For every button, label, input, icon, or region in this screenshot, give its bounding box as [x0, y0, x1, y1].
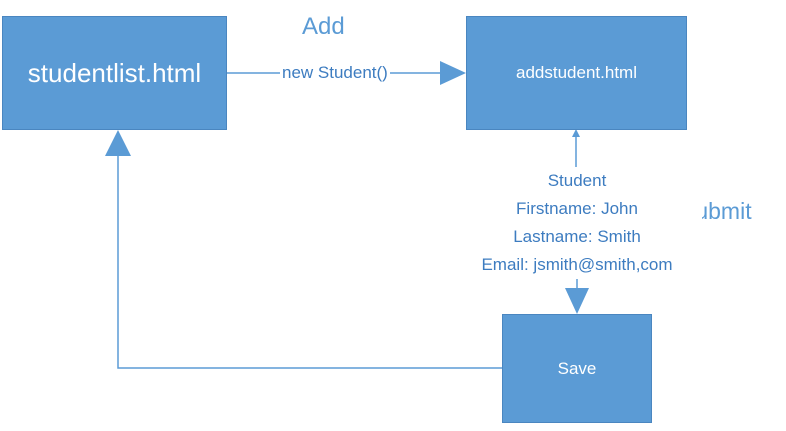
- edge-save-to-studentlist: [117, 156, 502, 369]
- student-data-card: Student Firstname: John Lastname: Smith …: [452, 167, 702, 279]
- node-save-label: Save: [557, 358, 597, 378]
- arrowhead-to-addstudent-up: [572, 129, 580, 137]
- node-studentlist-label: studentlist.html: [27, 57, 202, 88]
- node-studentlist: studentlist.html: [2, 16, 227, 130]
- arrowhead-to-save: [565, 288, 589, 314]
- node-addstudent-label: addstudent.html: [516, 63, 637, 82]
- student-card-firstname: Firstname: John: [516, 199, 638, 218]
- student-card-lastname: Lastname: Smith: [513, 227, 641, 246]
- node-addstudent: addstudent.html: [466, 16, 687, 130]
- edge-label-new-student: new Student(): [280, 63, 390, 83]
- arrowhead-to-addstudent: [440, 61, 466, 85]
- arrowhead-to-studentlist: [105, 130, 131, 156]
- edge-label-add: Add: [302, 13, 345, 40]
- node-save: Save: [502, 314, 652, 423]
- student-card-email: Email: jsmith@smith,com: [481, 255, 673, 274]
- student-card-title: Student: [547, 171, 607, 190]
